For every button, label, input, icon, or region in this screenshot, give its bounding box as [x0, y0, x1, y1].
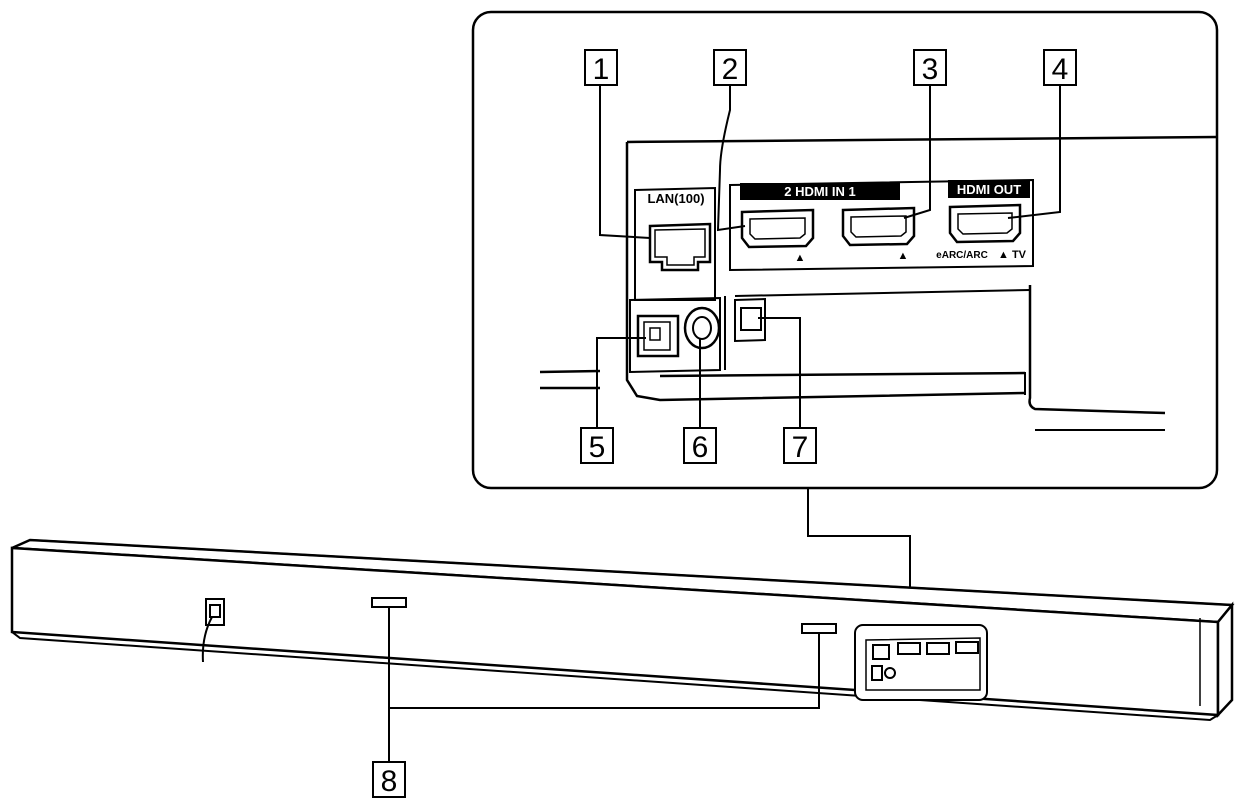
- callout-3: 3: [913, 49, 947, 86]
- callout-8: 8: [372, 761, 406, 798]
- svg-text:8: 8: [381, 765, 398, 798]
- svg-text:5: 5: [589, 431, 606, 464]
- hdmi-out-port: [948, 203, 1022, 244]
- rear-panel-highlight: [854, 624, 988, 701]
- tv-label: ▲ TV: [998, 249, 1027, 261]
- svg-text:4: 4: [1052, 53, 1069, 86]
- power-jack: [201, 598, 225, 663]
- front-slot-left: [371, 597, 407, 608]
- leader-lines: [596, 85, 1061, 428]
- hdmi-in-1-arrow: ▲: [898, 250, 909, 262]
- optical-port: [636, 314, 680, 358]
- callout-5: 5: [580, 427, 614, 464]
- lan-port: [648, 222, 712, 272]
- earc-label: eARC/ARC: [936, 250, 988, 261]
- callout-1: 1: [584, 49, 618, 86]
- svg-text:3: 3: [922, 53, 939, 86]
- svg-text:6: 6: [692, 431, 709, 464]
- callout-6: 6: [683, 427, 717, 464]
- hdmi-in-2-port: [740, 208, 815, 249]
- callout-8-leader: [388, 607, 820, 709]
- subwoofer-port: [683, 306, 721, 350]
- hdmi-block: 2 HDMI IN 1 HDMI OUT ▲ ▲ eARC/ARC ▲ TV: [729, 178, 1034, 272]
- callout-2: 2: [713, 49, 747, 86]
- svg-text:1: 1: [593, 53, 610, 86]
- callout-7: 7: [783, 427, 817, 464]
- hdmi-in-1-port: [841, 206, 916, 247]
- inset-connector-line: [807, 488, 911, 624]
- svg-text:2: 2: [722, 53, 739, 86]
- front-slot-right: [801, 623, 837, 634]
- hdmi-in-2-arrow: ▲: [795, 252, 806, 264]
- lan-label: LAN(100): [647, 191, 704, 206]
- lan-section: LAN(100): [634, 186, 716, 301]
- hdmi-in-label: 2 HDMI IN 1: [784, 184, 856, 199]
- svg-text:7: 7: [792, 431, 809, 464]
- zoom-inset: LAN(100) 2 HDMI IN 1: [471, 10, 1219, 490]
- callout-4: 4: [1043, 49, 1077, 86]
- hdmi-out-label: HDMI OUT: [957, 182, 1021, 197]
- soundbar: [10, 538, 1235, 722]
